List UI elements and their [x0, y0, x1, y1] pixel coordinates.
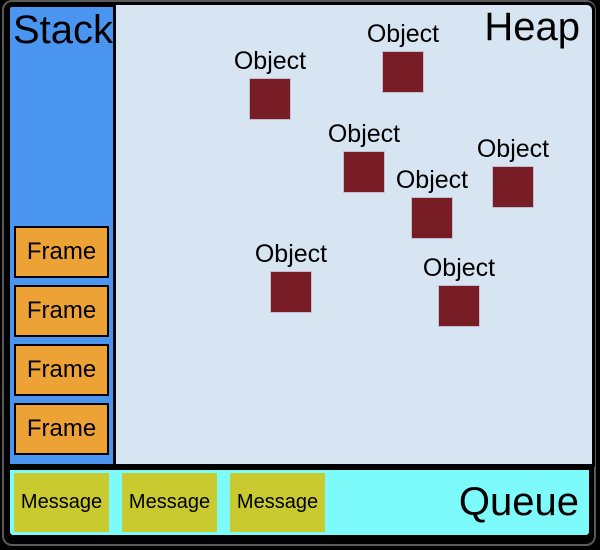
frame-label: Frame — [26, 415, 97, 442]
stack-frames: Frame Frame Frame Frame — [14, 226, 109, 455]
queue-message: Message — [230, 473, 325, 532]
heap-region: Heap — [113, 2, 595, 467]
queue-messages: Message Message Message — [14, 473, 325, 532]
stack-title: Stack — [13, 8, 114, 52]
queue-message: Message — [14, 473, 109, 532]
frame-label: Frame — [26, 356, 97, 383]
message-label: Message — [128, 491, 211, 513]
stack-frame: Frame — [14, 226, 109, 278]
stack-region: Stack Frame Frame Frame Frame — [7, 4, 116, 467]
queue-region: Message Message Message Queue — [7, 467, 592, 538]
heap-title: Heap — [484, 5, 580, 49]
queue-title: Queue — [458, 480, 579, 524]
message-label: Message — [20, 491, 103, 513]
stack-frame: Frame — [14, 403, 109, 455]
frame-label: Frame — [26, 297, 97, 324]
message-label: Message — [236, 491, 319, 513]
frame-label: Frame — [26, 238, 97, 265]
stack-frame: Frame — [14, 344, 109, 396]
queue-message: Message — [122, 473, 217, 532]
stack-frame: Frame — [14, 285, 109, 337]
